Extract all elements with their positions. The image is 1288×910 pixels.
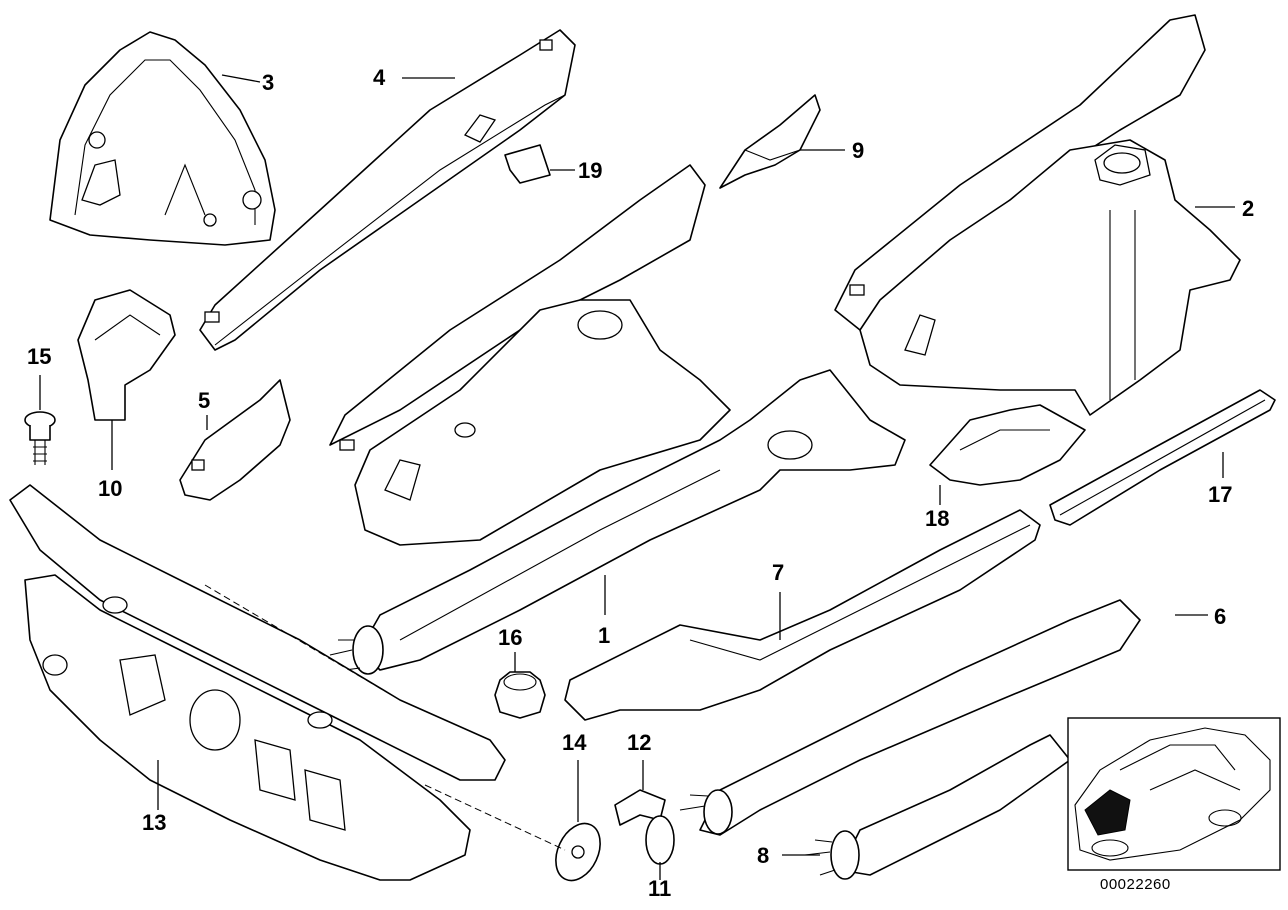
part-16-rubber-mount bbox=[494, 671, 546, 719]
part-18-panel bbox=[929, 404, 1086, 486]
part-1-longitudinal-member bbox=[329, 369, 906, 675]
callout-6: 6 bbox=[1214, 604, 1227, 629]
callout-4: 4 bbox=[373, 65, 386, 90]
callout-1: 1 bbox=[598, 623, 611, 648]
part-17-rail bbox=[1049, 389, 1276, 526]
part-9-bracket bbox=[719, 94, 821, 189]
callout-9: 9 bbox=[852, 138, 865, 163]
callout-18: 18 bbox=[925, 506, 950, 531]
part-6-rail bbox=[679, 599, 1141, 836]
part-5-bracket bbox=[179, 379, 291, 501]
part-7-rail bbox=[564, 509, 1041, 721]
callout-8: 8 bbox=[757, 843, 770, 868]
part-2-right-wheel-housing bbox=[834, 14, 1241, 416]
callout-7: 7 bbox=[772, 560, 785, 585]
callout-15: 15 bbox=[27, 344, 52, 369]
part-4-upper-side-member bbox=[199, 29, 576, 351]
part-10-bracket bbox=[77, 289, 176, 421]
callout-10: 10 bbox=[98, 476, 123, 501]
part-11-plate bbox=[645, 815, 675, 865]
callout-16: 16 bbox=[498, 625, 523, 650]
callout-17: 17 bbox=[1208, 482, 1233, 507]
callout-13: 13 bbox=[142, 810, 167, 835]
part-19-small-bracket bbox=[504, 144, 551, 184]
callout-3: 3 bbox=[262, 70, 275, 95]
callout-14: 14 bbox=[562, 730, 587, 755]
assembly-line bbox=[204, 584, 401, 701]
part-1-front-wheel-housing bbox=[329, 164, 731, 546]
diagram-reference-number: 00022260 bbox=[1100, 876, 1171, 893]
callout-5: 5 bbox=[198, 388, 211, 413]
part-8-rail bbox=[804, 734, 1071, 880]
leader-line-3 bbox=[221, 74, 261, 83]
inset-car-thumbnail bbox=[1067, 717, 1281, 871]
part-14-plate bbox=[555, 822, 601, 882]
part-15-screw bbox=[24, 411, 56, 465]
callout-2: 2 bbox=[1242, 196, 1255, 221]
part-13-front-end-carrier bbox=[9, 484, 506, 881]
callout-11: 11 bbox=[648, 876, 672, 901]
callout-19: 19 bbox=[578, 158, 603, 183]
callout-12: 12 bbox=[627, 730, 652, 755]
part-3-wheel-housing-panel bbox=[49, 31, 276, 246]
assembly-line bbox=[424, 784, 566, 851]
